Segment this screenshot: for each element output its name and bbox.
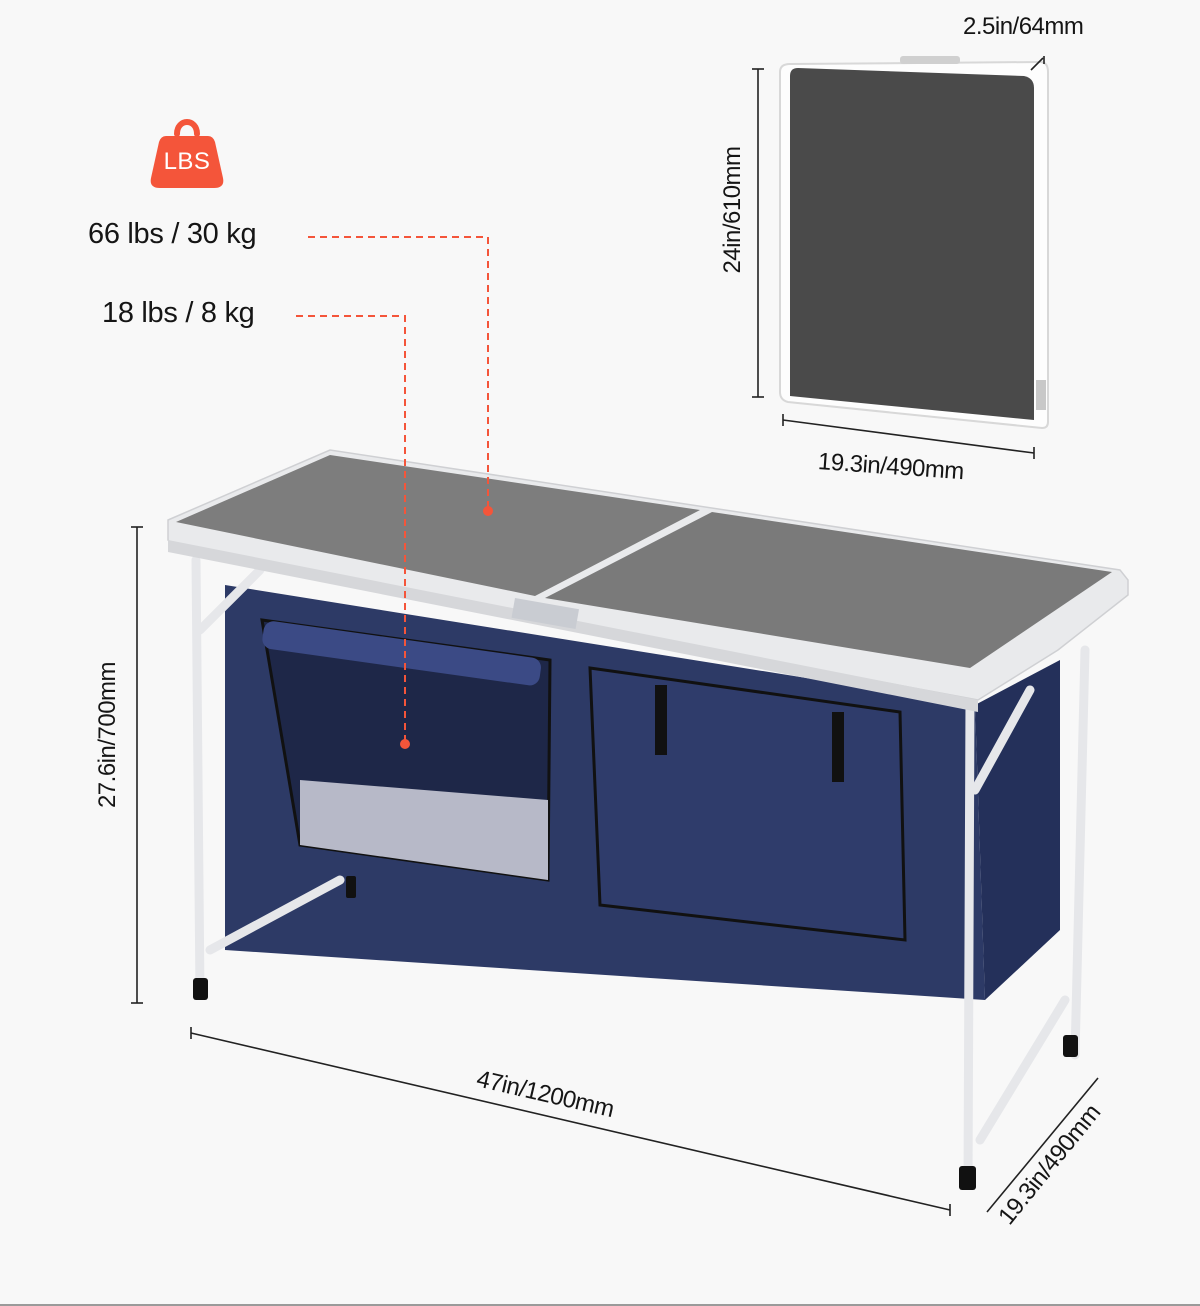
callout-lines bbox=[296, 236, 489, 742]
callout-dot-tabletop bbox=[483, 506, 493, 516]
net-weight-label: 18 lbs / 8 kg bbox=[102, 297, 255, 329]
weight-lbs-icon: LBS bbox=[150, 112, 224, 192]
storage-cabinet bbox=[225, 585, 1060, 1000]
weight-icon-label: LBS bbox=[163, 148, 211, 175]
folded-table bbox=[779, 56, 1049, 430]
tabletop bbox=[167, 449, 1129, 712]
callout-dot-cabinet bbox=[400, 739, 410, 749]
folded-dimension-lines bbox=[752, 56, 1045, 459]
leg-feet bbox=[193, 876, 1078, 1190]
folded-height-label: 24in/610mm bbox=[719, 146, 746, 274]
bottom-divider bbox=[0, 1304, 1200, 1306]
kettlebell-icon bbox=[150, 119, 224, 188]
unfolded-dimension-lines bbox=[131, 526, 1099, 1216]
folded-thickness-label: 2.5in/64mm bbox=[963, 13, 1084, 40]
table-legs bbox=[191, 555, 1090, 1190]
unfolded-height-label: 27.6in/700mm bbox=[94, 661, 121, 809]
load-capacity-label: 66 lbs / 30 kg bbox=[88, 218, 257, 250]
